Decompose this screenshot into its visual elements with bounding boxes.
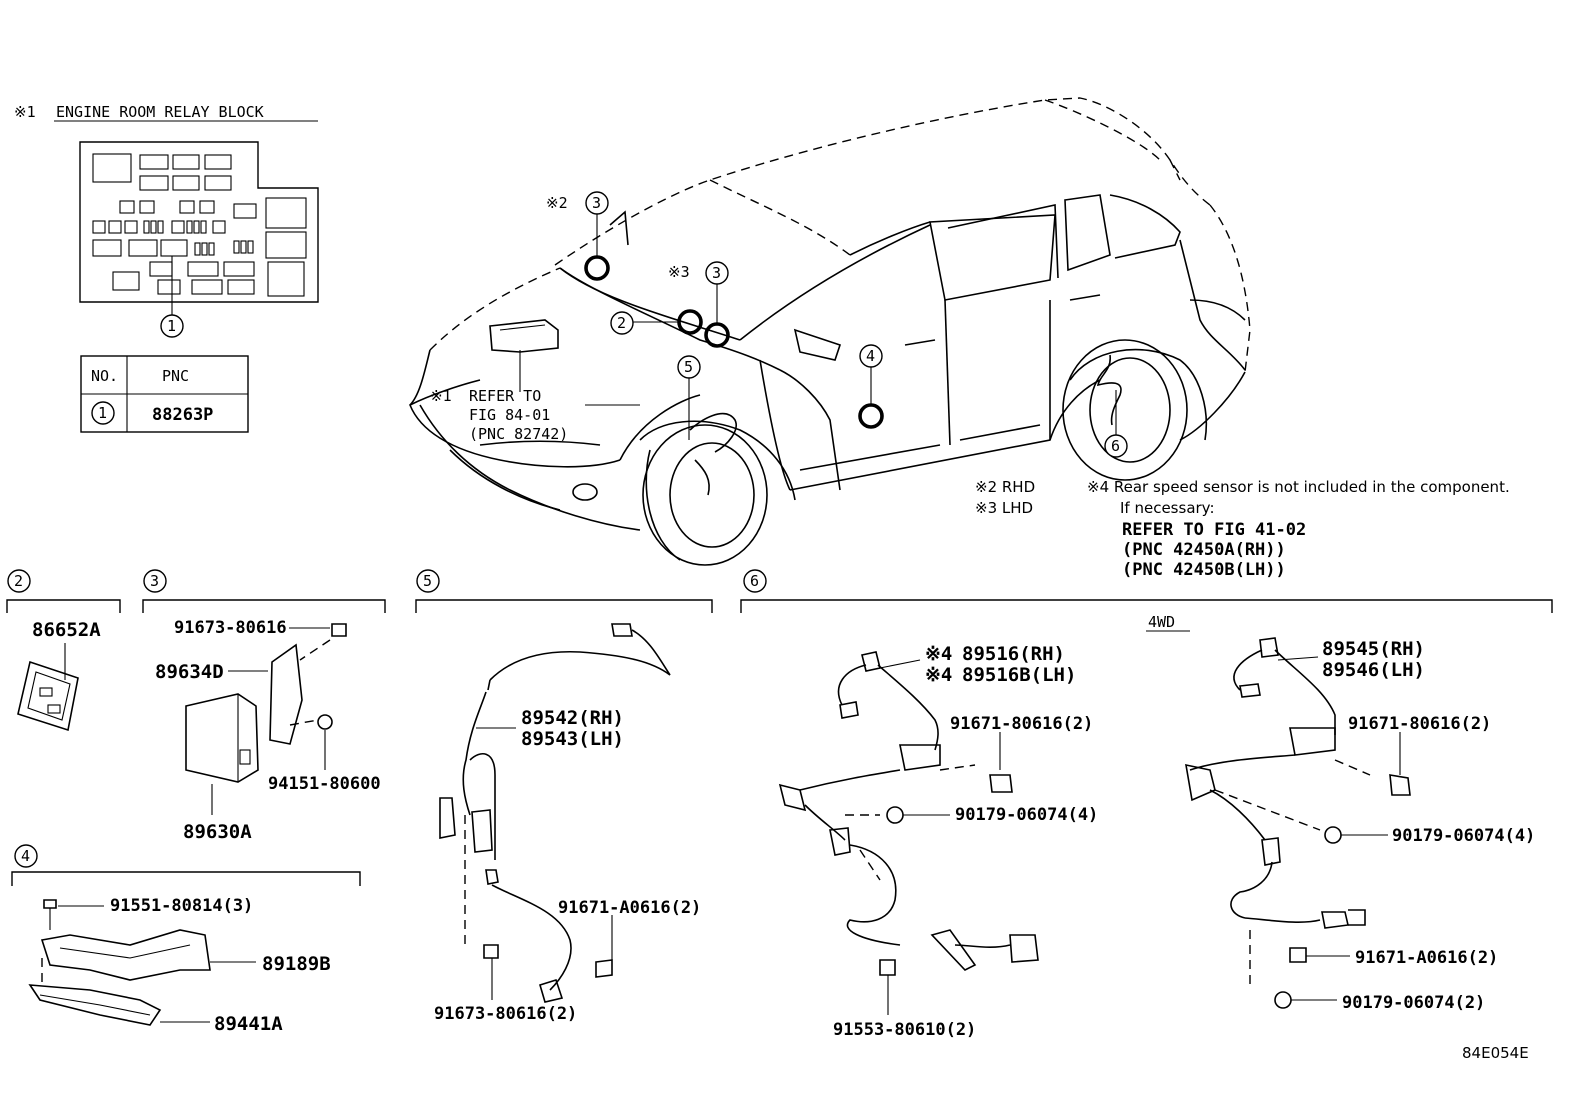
- part-89546-LH: 89546(LH): [1322, 659, 1425, 681]
- part-90179-06074-2: 90179-06074(2): [1342, 993, 1485, 1013]
- car-callout-3-lhd: 3: [712, 264, 721, 282]
- part-90179-06074-right: 90179-06074(4): [1392, 826, 1535, 846]
- section-5-num: 5: [423, 572, 432, 590]
- note-pnc-lh: (PNC 42450B(LH)): [1122, 560, 1286, 580]
- part-89543-LH: 89543(LH): [521, 728, 624, 750]
- car-callout-3-rhd: 3: [592, 194, 601, 212]
- part-91551-80814: 91551-80814(3): [110, 896, 253, 916]
- relay-block-fuses: [92, 153, 307, 297]
- rhd-mark: ※2: [546, 194, 568, 212]
- part-89441A: 89441A: [214, 1013, 283, 1035]
- vehicle-illustration: ※2 3 ※3 3 2 5 4 6 ※1 REFER TO FIG 84-01 …: [409, 97, 1251, 566]
- refer-mark: ※1: [430, 387, 452, 405]
- part-91671-A0616-right: 91671-A0616(2): [1355, 948, 1498, 968]
- section-4-num: 4: [21, 847, 30, 865]
- part-91671-80616-left: 91671-80616(2): [950, 714, 1093, 734]
- part-89189B: 89189B: [262, 953, 331, 975]
- location-mark-4: [858, 403, 884, 429]
- note4-mark-lh: ※4: [925, 664, 952, 686]
- location-mark-3-lhd: [704, 322, 730, 348]
- section-2: 2 86652A: [6, 569, 121, 732]
- part-89516B-LH: 89516B(LH): [962, 664, 1076, 686]
- note-if-necessary: If necessary:: [1120, 499, 1215, 517]
- note-rhd: ※2 RHD: [975, 478, 1035, 496]
- figure-code: 84E054E: [1462, 1044, 1529, 1062]
- section-4: 4 91551-80814(3) 89189B 89441A: [11, 844, 361, 1035]
- refer-line-3: (PNC 82742): [469, 425, 568, 443]
- note-refer: REFER TO FIG 41-02: [1122, 520, 1306, 540]
- car-callout-5: 5: [684, 358, 693, 376]
- part-89634D: 89634D: [155, 661, 224, 683]
- note4-mark-rh: ※4: [925, 643, 952, 665]
- section-2-num: 2: [14, 572, 23, 590]
- section-5: 5 89542(RH) 89543(LH) 91671-A0616(2) 916…: [415, 569, 713, 1024]
- location-mark-3-rhd: [584, 255, 610, 281]
- part-90179-06074-left: 90179-06074(4): [955, 805, 1098, 825]
- section-6-num: 6: [750, 572, 759, 590]
- car-callout-6: 6: [1111, 437, 1120, 455]
- part-91673-80616-2: 91673-80616(2): [434, 1004, 577, 1024]
- part-89516-RH: 89516(RH): [962, 643, 1065, 665]
- pnc-header-no: NO.: [91, 367, 118, 385]
- relay-block-title: ENGINE ROOM RELAY BLOCK: [56, 103, 264, 121]
- relay-block-section: ※1 ENGINE ROOM RELAY BLOCK: [14, 103, 319, 338]
- pnc-row-no: 1: [98, 404, 107, 422]
- part-89630A: 89630A: [183, 821, 252, 843]
- part-94151-80600: 94151-80600: [268, 774, 381, 794]
- part-89542-RH: 89542(RH): [521, 707, 624, 729]
- refer-line-2: FIG 84-01: [469, 406, 550, 424]
- part-91671-80616-right: 91671-80616(2): [1348, 714, 1491, 734]
- section-6: 6 4WD ※4 89516(RH) ※4 89516B(LH) 91671-8…: [740, 569, 1553, 1040]
- relay-callout-1: 1: [167, 317, 176, 335]
- note-lhd: ※3 LHD: [975, 499, 1033, 517]
- pnc-header-pnc: PNC: [162, 367, 189, 385]
- part-86652A: 86652A: [32, 619, 101, 641]
- part-89545-RH: 89545(RH): [1322, 638, 1425, 660]
- lhd-mark: ※3: [668, 263, 690, 281]
- pnc-table: NO. PNC 1 88263P: [80, 355, 249, 433]
- notes-block: ※2 RHD ※3 LHD ※4 Rear speed sensor is no…: [975, 478, 1510, 580]
- car-callout-4: 4: [866, 347, 875, 365]
- note-pnc-rh: (PNC 42450A(RH)): [1122, 540, 1286, 560]
- pnc-row-value: 88263P: [152, 405, 213, 425]
- label-4wd: 4WD: [1148, 613, 1175, 631]
- part-91671-A0616: 91671-A0616(2): [558, 898, 701, 918]
- part-91673-80616: 91673-80616: [174, 618, 287, 638]
- car-callout-2: 2: [617, 314, 626, 332]
- relay-block-mark: ※1: [14, 103, 36, 121]
- refer-line-1: REFER TO: [469, 387, 541, 405]
- note-4: ※4 Rear speed sensor is not included in …: [1087, 478, 1510, 496]
- section-3-num: 3: [150, 572, 159, 590]
- part-91553-80610: 91553-80610(2): [833, 1020, 976, 1040]
- section-3: 3 91673-80616 89634D 94151-80600 89630A: [142, 569, 386, 843]
